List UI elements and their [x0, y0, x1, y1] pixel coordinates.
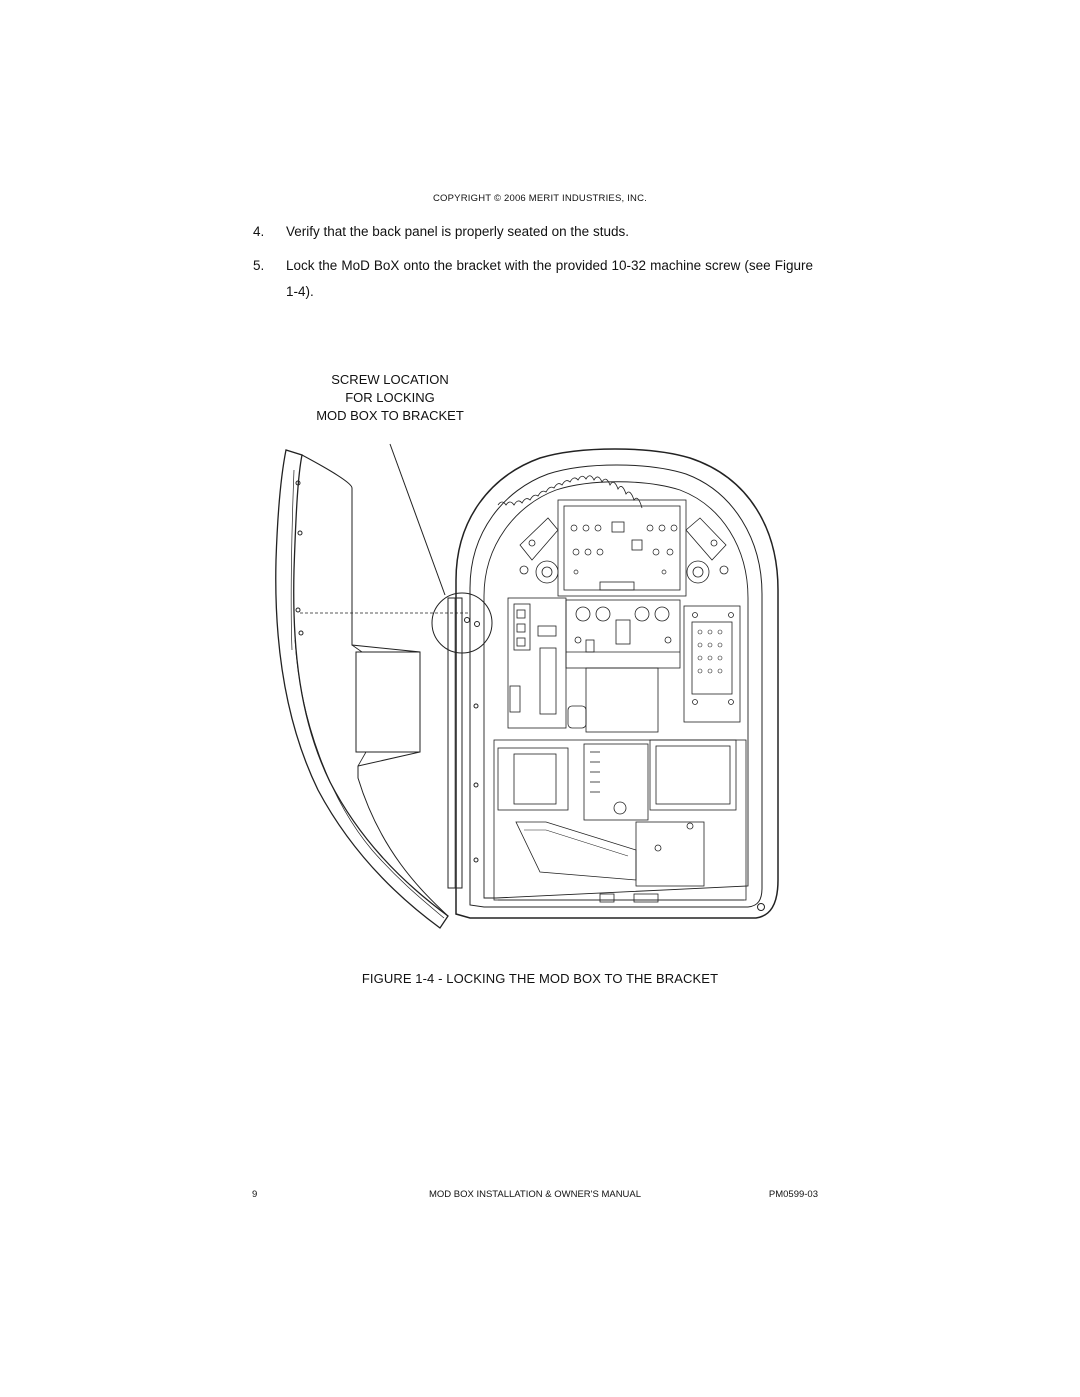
- step-number: 4.: [253, 224, 265, 239]
- step-number: 5.: [253, 258, 265, 273]
- step-text: Lock the MoD BoX onto the bracket with t…: [286, 258, 813, 299]
- step-5: 5. Lock the MoD BoX onto the bracket wit…: [253, 253, 813, 305]
- right-bay: [683, 605, 741, 723]
- figure-caption: FIGURE 1-4 - LOCKING THE MOD BOX TO THE …: [361, 971, 719, 986]
- control-board: [519, 499, 729, 597]
- leader-line: [389, 443, 446, 596]
- hinge-strip: [447, 597, 480, 889]
- cabinet-shell: [455, 448, 779, 919]
- copyright-notice: COPYRIGHT © 2006 MERIT INDUSTRIES, INC.: [433, 193, 647, 204]
- left-bay: [507, 597, 587, 729]
- lower-section: [493, 739, 747, 903]
- mod-box-drawing: [275, 443, 779, 929]
- front-door: [275, 449, 449, 929]
- manual-title: MOD BOX INSTALLATION & OWNER'S MANUAL: [428, 1189, 642, 1200]
- callout-line-1: SCREW LOCATION: [331, 372, 449, 387]
- step-4: 4. Verify that the back panel is properl…: [253, 219, 813, 245]
- step-text: Verify that the back panel is properly s…: [286, 224, 629, 239]
- callout-line-3: MOD BOX TO BRACKET: [316, 408, 464, 423]
- page-number: 9: [252, 1189, 258, 1200]
- middle-panel: [565, 599, 681, 733]
- callout-line-2: FOR LOCKING: [345, 390, 435, 405]
- screw-location-callout: SCREW LOCATION FOR LOCKING MOD BOX TO BR…: [290, 371, 490, 425]
- document-code: PM0599-03: [768, 1189, 818, 1200]
